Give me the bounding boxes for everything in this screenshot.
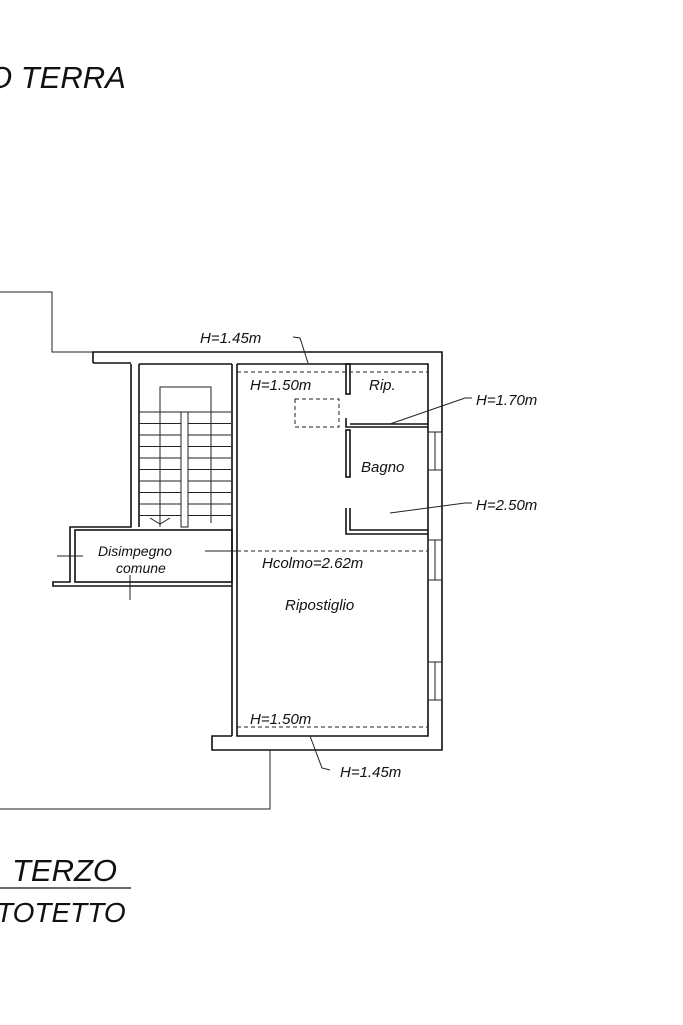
label-h-rip: H=1.70m bbox=[476, 392, 537, 409]
label-h-bagno: H=2.50m bbox=[476, 497, 537, 514]
label-rip: Rip. bbox=[369, 377, 396, 394]
label-h-bottom: H=1.45m bbox=[340, 764, 401, 781]
label-comune: comune bbox=[116, 560, 166, 576]
title-piano-terra: O TERRA bbox=[0, 60, 126, 95]
interior-walls bbox=[345, 363, 428, 535]
staircase bbox=[139, 386, 231, 528]
subtitle-sottotetto: TOTETTO bbox=[0, 897, 126, 928]
building-outline-top bbox=[0, 291, 93, 353]
hatch-opening bbox=[294, 398, 340, 428]
label-bagno: Bagno bbox=[361, 459, 404, 476]
title-piano-terzo: TERZO bbox=[12, 853, 117, 888]
label-disimpegno: Disimpegno bbox=[98, 543, 172, 559]
label-h-top: H=1.45m bbox=[200, 330, 261, 347]
cross-marks bbox=[57, 555, 131, 600]
label-h-top-inner: H=1.50m bbox=[250, 377, 311, 394]
height-lines bbox=[205, 371, 428, 728]
label-ripostiglio: Ripostiglio bbox=[285, 597, 354, 614]
windows bbox=[427, 431, 443, 701]
label-hcolmo: Hcolmo=2.62m bbox=[262, 555, 363, 572]
leader-lines bbox=[292, 336, 472, 771]
label-h-bottom-inner: H=1.50m bbox=[250, 711, 311, 728]
building-outline-bottom bbox=[0, 750, 271, 810]
